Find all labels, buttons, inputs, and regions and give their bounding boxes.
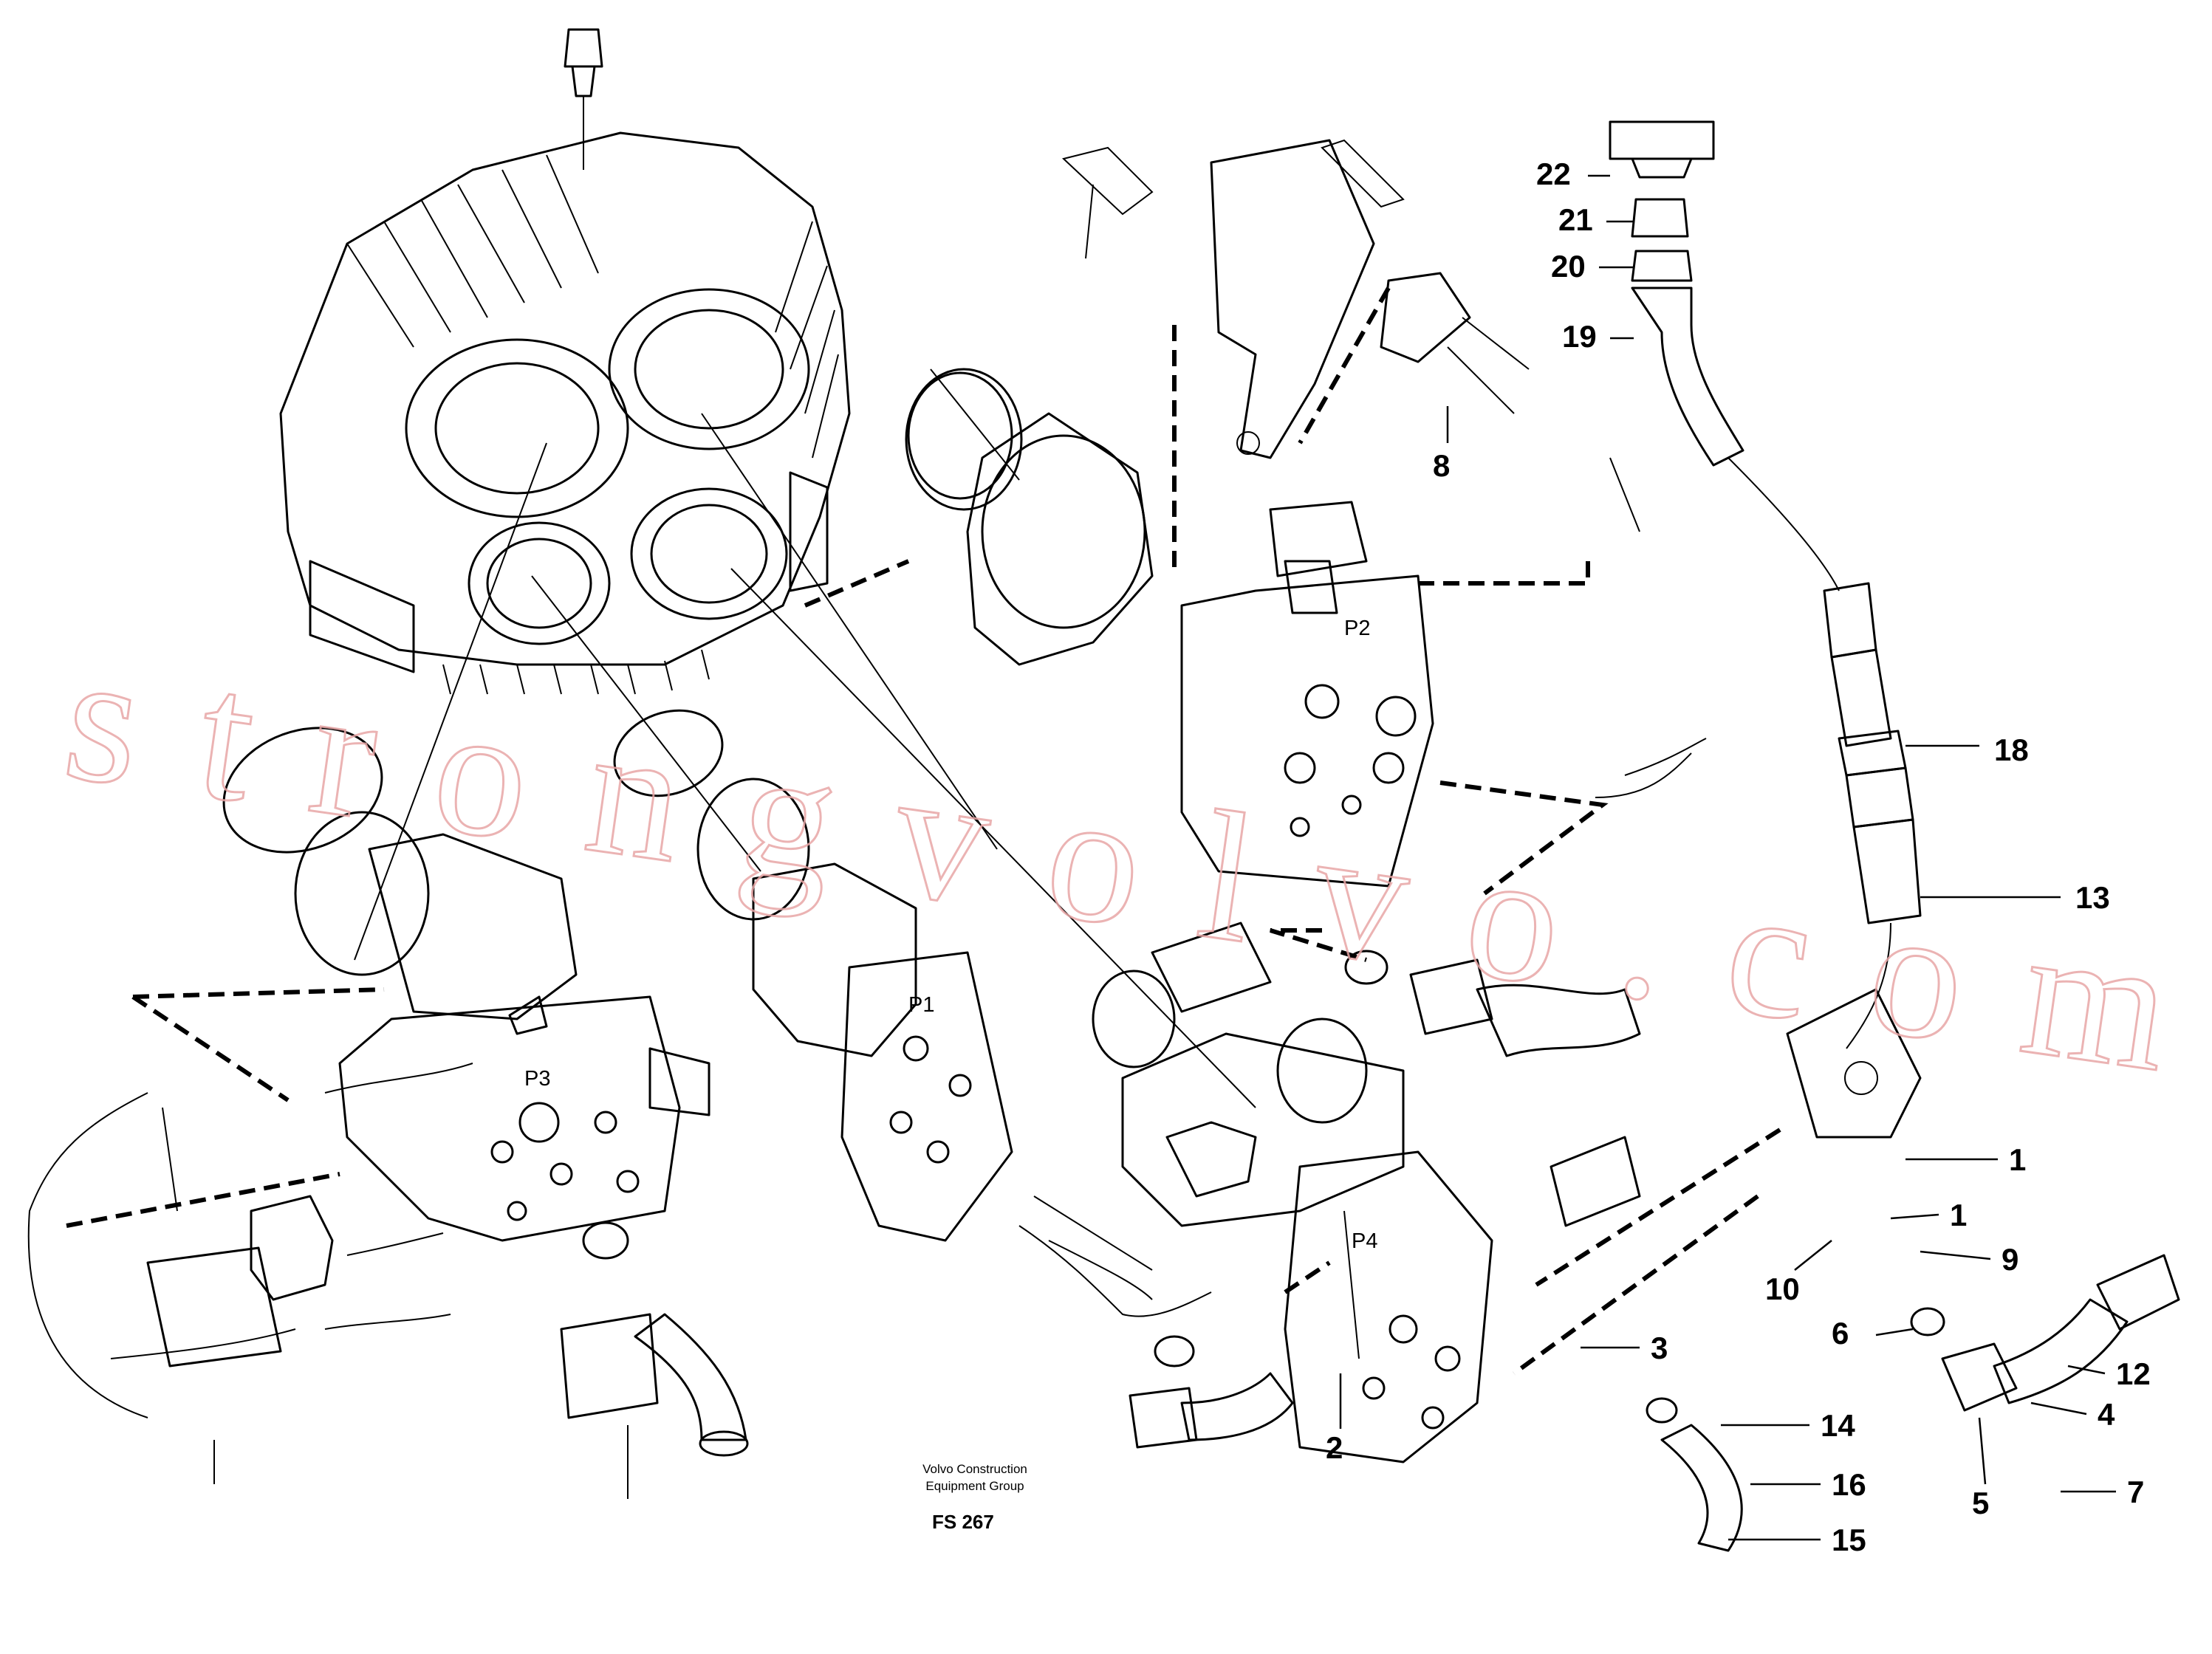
callout-13: 13 (2075, 880, 2110, 915)
callout-12: 12 (2116, 1356, 2151, 1391)
assembly-dashed-lines (66, 286, 1781, 1376)
credit-block: Volvo Construction Equipment Group FS 26… (922, 1462, 1027, 1533)
credit-line-2: Equipment Group (925, 1479, 1024, 1493)
flange-elbows (560, 922, 2180, 1552)
callout-14: 14 (1821, 1408, 1855, 1443)
pump-mark-p3: P3 (524, 1067, 550, 1091)
gear-housing (279, 28, 851, 695)
callout-6: 6 (1832, 1316, 1849, 1351)
callout-10: 10 (1765, 1272, 1800, 1306)
callout-4: 4 (2098, 1397, 2115, 1432)
pump-mark-p4: P4 (1352, 1229, 1377, 1253)
callout-15: 15 (1832, 1523, 1866, 1557)
callout-19: 19 (1562, 319, 1597, 354)
callout-2: 2 (1326, 1430, 1343, 1465)
centerlines (27, 368, 1256, 1418)
pump-p1: P1 (696, 778, 1013, 1242)
callout-1b: 1 (1950, 1198, 1967, 1232)
callout-22: 22 (1536, 157, 1571, 191)
pump-p2: P2 (905, 368, 1434, 888)
left-valve-block (110, 738, 1707, 1499)
mounting-bracket (1061, 139, 1640, 532)
pump-mark-p1: P1 (908, 993, 934, 1017)
callout-5: 5 (1972, 1486, 1989, 1520)
hose-assembly (1609, 120, 1922, 1049)
callout-7: 7 (2127, 1475, 2144, 1509)
pump-mark-p2: P2 (1344, 617, 1370, 640)
callout-16: 16 (1832, 1467, 1866, 1502)
callout-1a: 1 (2009, 1142, 2026, 1177)
callout-18: 18 (1994, 732, 2029, 767)
callout-20: 20 (1551, 249, 1586, 284)
callout-9: 9 (2002, 1242, 2018, 1277)
figure-id: FS 267 (932, 1511, 994, 1533)
credit-line-1: Volvo Construction (922, 1462, 1027, 1476)
callout-3: 3 (1651, 1331, 1668, 1365)
pump-p4: P4 (1121, 1018, 1641, 1463)
callout-21: 21 (1558, 202, 1593, 237)
callouts: 22 21 20 19 8 18 13 1 1 9 10 3 6 12 4 14… (1326, 157, 2151, 1557)
pump-p3: P3 (294, 811, 710, 1242)
callout-8: 8 (1433, 448, 1450, 483)
